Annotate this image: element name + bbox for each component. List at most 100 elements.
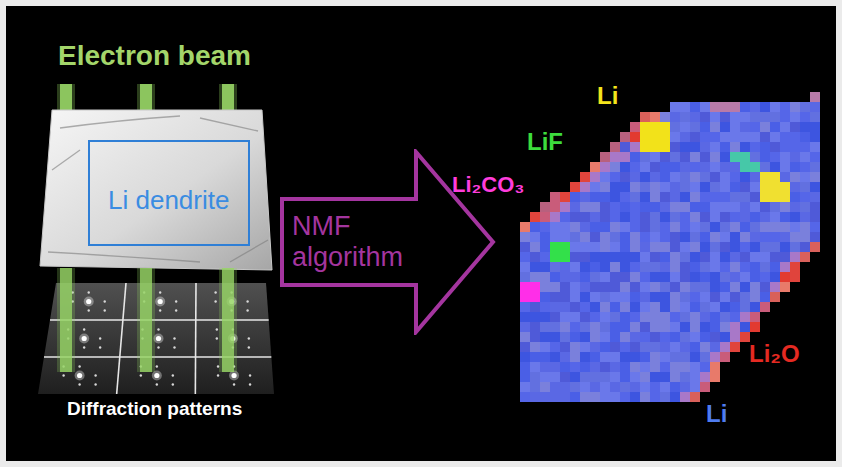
map-pixel bbox=[730, 262, 740, 272]
map-pixel bbox=[700, 232, 710, 242]
map-pixel bbox=[610, 372, 620, 382]
map-pixel bbox=[560, 342, 570, 352]
map-pixel bbox=[580, 302, 590, 312]
map-pixel bbox=[680, 352, 690, 362]
map-pixel bbox=[610, 162, 620, 172]
map-pixel bbox=[690, 152, 700, 162]
map-pixel bbox=[600, 332, 610, 342]
map-pixel bbox=[660, 322, 670, 332]
map-pixel bbox=[600, 262, 610, 272]
map-pixel bbox=[780, 282, 790, 292]
map-pixel bbox=[570, 372, 580, 382]
map-pixel bbox=[620, 242, 630, 252]
map-pixel bbox=[740, 152, 750, 162]
map-pixel bbox=[690, 292, 700, 302]
map-pixel bbox=[660, 242, 670, 252]
sample-plate bbox=[40, 110, 272, 270]
text-label: Li₂CO₃ bbox=[452, 172, 525, 197]
diffraction-grid bbox=[44, 283, 271, 394]
map-pixel bbox=[610, 202, 620, 212]
map-pixel bbox=[590, 352, 600, 362]
map-pixel bbox=[560, 322, 570, 332]
map-pixel bbox=[810, 102, 820, 112]
map-pixel bbox=[700, 352, 710, 362]
map-pixel bbox=[740, 182, 750, 192]
map-pixel bbox=[530, 372, 540, 382]
diffraction-spot bbox=[78, 383, 80, 385]
map-pixel bbox=[720, 122, 730, 132]
map-pixel bbox=[580, 192, 590, 202]
map-pixel bbox=[730, 142, 740, 152]
map-pixel bbox=[670, 182, 680, 192]
map-pixel bbox=[730, 322, 740, 332]
map-pixel bbox=[530, 262, 540, 272]
map-pixel bbox=[610, 322, 620, 332]
map-pixel bbox=[580, 382, 590, 392]
map-pixel bbox=[720, 162, 730, 172]
map-pixel bbox=[610, 242, 620, 252]
map-pixel bbox=[730, 162, 740, 172]
map-pixel bbox=[680, 342, 690, 352]
map-pixel bbox=[710, 362, 720, 372]
map-pixel bbox=[740, 292, 750, 302]
map-pixel bbox=[810, 202, 820, 212]
map-pixel bbox=[590, 172, 600, 182]
map-pixel bbox=[720, 262, 730, 272]
map-pixel bbox=[630, 372, 640, 382]
map-pixel bbox=[630, 282, 640, 292]
map-pixel bbox=[640, 222, 650, 232]
map-pixel bbox=[590, 372, 600, 382]
map-pixel bbox=[620, 132, 630, 142]
map-pixel bbox=[770, 242, 780, 252]
diffraction-spot bbox=[78, 365, 80, 367]
map-pixel bbox=[660, 362, 670, 372]
map-pixel bbox=[730, 122, 740, 132]
map-pixel bbox=[660, 352, 670, 362]
map-pixel bbox=[610, 332, 620, 342]
map-pixel bbox=[600, 222, 610, 232]
map-pixel bbox=[670, 252, 680, 262]
map-pixel bbox=[780, 232, 790, 242]
map-pixel bbox=[610, 362, 620, 372]
map-pixel bbox=[770, 102, 780, 112]
map-pixel bbox=[710, 212, 720, 222]
map-pixel bbox=[590, 392, 600, 402]
diffraction-spot bbox=[246, 300, 248, 302]
diffraction-spot-glow bbox=[75, 371, 85, 381]
map-pixel bbox=[800, 112, 810, 122]
map-pixel bbox=[750, 272, 760, 282]
map-pixel bbox=[550, 312, 560, 322]
map-pixel bbox=[790, 152, 800, 162]
map-pixel bbox=[640, 242, 650, 252]
map-pixel bbox=[770, 182, 780, 192]
map-pixel bbox=[570, 282, 580, 292]
map-pixel bbox=[790, 182, 800, 192]
map-pixel bbox=[650, 392, 660, 402]
outline-box: Li dendrite bbox=[88, 140, 250, 246]
map-pixel bbox=[630, 122, 640, 132]
map-pixel bbox=[740, 232, 750, 242]
map-pixel bbox=[590, 162, 600, 172]
map-pixel bbox=[620, 232, 630, 242]
map-pixel bbox=[710, 302, 720, 312]
map-pixel bbox=[700, 132, 710, 142]
map-pixel bbox=[590, 292, 600, 302]
map-pixel bbox=[730, 102, 740, 112]
map-pixel bbox=[750, 232, 760, 242]
map-pixel bbox=[720, 332, 730, 342]
map-pixel bbox=[640, 162, 650, 172]
map-pixel bbox=[660, 222, 670, 232]
map-pixel bbox=[640, 172, 650, 182]
map-pixel bbox=[550, 272, 560, 282]
map-pixel bbox=[550, 372, 560, 382]
node-label: Li dendrite bbox=[108, 186, 229, 216]
map-pixel bbox=[650, 362, 660, 372]
map-pixel bbox=[720, 112, 730, 122]
map-pixel bbox=[620, 162, 630, 172]
map-pixel bbox=[660, 182, 670, 192]
map-pixel bbox=[700, 332, 710, 342]
map-pixel bbox=[520, 232, 530, 242]
map-pixel bbox=[590, 312, 600, 322]
map-pixel bbox=[530, 242, 540, 252]
map-pixel bbox=[610, 262, 620, 272]
